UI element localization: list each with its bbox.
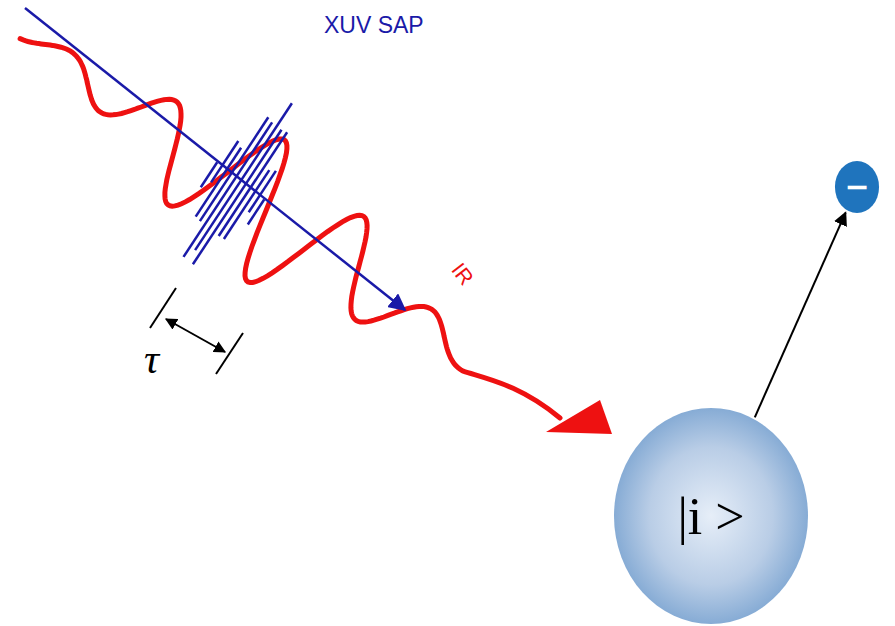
electron-symbol: − <box>835 161 879 213</box>
xuv-cycle <box>200 117 268 221</box>
pulse-label: IR <box>447 258 479 289</box>
state-circle: |i > <box>614 408 808 624</box>
xuv-cycle <box>219 132 287 236</box>
xuv-cycle <box>224 170 269 239</box>
xuv-axis <box>25 8 405 310</box>
emission-arrow <box>755 213 846 418</box>
delay-tick <box>216 333 243 374</box>
xuv-cycle <box>211 141 238 182</box>
xuv-pulse <box>184 103 292 264</box>
pulse-label: XUV SAP <box>324 12 424 39</box>
node-text: − <box>844 172 869 202</box>
delay-symbol: τ <box>144 338 159 380</box>
xuv-cycle <box>193 130 282 264</box>
ir-arrowhead <box>546 400 612 434</box>
delay-arrow <box>166 319 225 352</box>
xuv-cycle <box>184 122 273 257</box>
xuv-cycle <box>195 103 292 250</box>
xuv-cycle <box>249 171 276 212</box>
node-text: |i > <box>677 487 744 546</box>
xuv-cycle <box>196 148 241 217</box>
ir-wave <box>20 39 560 418</box>
xuv-cycle <box>248 200 264 225</box>
